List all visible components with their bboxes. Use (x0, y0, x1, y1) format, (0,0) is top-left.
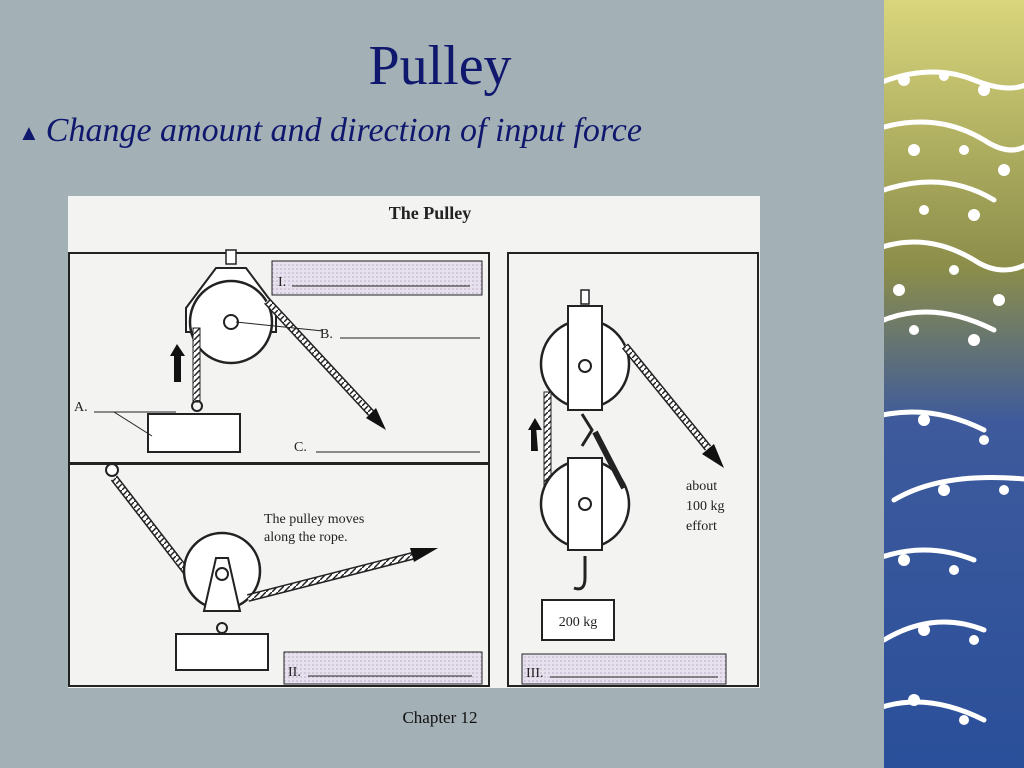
triangle-bullet-icon: ▲ (18, 120, 40, 146)
slide-title: Pulley (368, 35, 512, 97)
bullet-item: ▲Change amount and direction of input fo… (18, 112, 642, 150)
load-label: 200 kg (559, 615, 598, 630)
effort-line-2: 100 kg (686, 499, 725, 514)
caption-line-2: along the rope. (264, 530, 348, 545)
wave-decoration (884, 0, 1024, 768)
pulley-figure: The Pulley I. B. A. C. (68, 196, 760, 688)
panel-block-and-tackle: 200 kg about 100 kg effort III. (521, 289, 727, 685)
caption-line-1: The pulley moves (264, 512, 364, 527)
bullet-text: Change amount and direction of input for… (45, 112, 642, 149)
effort-line-3: effort (686, 519, 717, 534)
label-b: B. (320, 327, 333, 342)
label-a: A. (74, 400, 88, 415)
figure-heading: The Pulley (389, 203, 472, 223)
blank-label-ii: II. (288, 665, 301, 680)
blank-label-i: I. (278, 275, 286, 290)
label-c: C. (294, 440, 307, 455)
effort-line-1: about (686, 479, 717, 494)
chapter-footer: Chapter 12 (402, 708, 478, 727)
panel-fixed-pulley: I. B. A. C. (74, 249, 483, 455)
blank-label-iii: III. (526, 666, 544, 681)
panel-movable-pulley: The pulley moves along the rope. II. (105, 463, 483, 685)
